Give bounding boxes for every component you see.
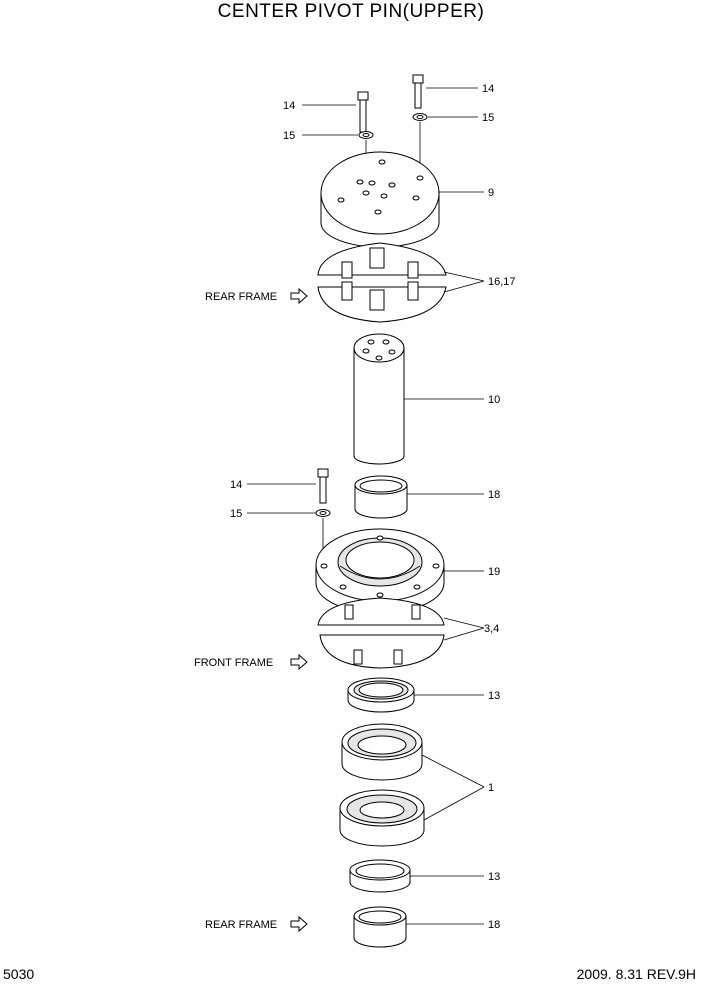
label-rear-frame-bottom: REAR FRAME <box>205 919 277 931</box>
leader-lines <box>247 87 485 925</box>
arrow-right-icon <box>290 915 308 933</box>
bolt-14-middle <box>317 468 329 504</box>
arrow-right-icon <box>290 653 308 671</box>
bushing-18-upper <box>354 475 408 519</box>
cover-plate-9 <box>320 151 440 248</box>
callout-13: 13 <box>488 871 500 883</box>
bushing-18-lower <box>353 906 407 948</box>
shim-16-17-lower <box>317 281 447 323</box>
washer-15-top-right <box>412 113 428 121</box>
arrow-right-icon <box>290 287 308 305</box>
revision-date: 2009. 8.31 REV.9H <box>576 966 696 982</box>
callout-16-17: 16,17 <box>488 276 516 288</box>
callout-13: 13 <box>488 690 500 702</box>
shim-3-4-upper <box>317 597 445 626</box>
callout-18: 18 <box>488 489 500 501</box>
bearing-1-lower <box>339 789 425 847</box>
shim-16-17-upper <box>317 242 447 279</box>
label-rear-frame-top: REAR FRAME <box>205 291 277 303</box>
callout-15: 15 <box>230 508 242 520</box>
shim-3-4-lower <box>319 634 445 669</box>
diagram-title: CENTER PIVOT PIN(UPPER) <box>217 1 485 22</box>
callout-10: 10 <box>488 394 500 406</box>
page-number: 5030 <box>3 966 35 982</box>
callout-18: 18 <box>488 919 500 931</box>
callout-1: 1 <box>488 782 494 794</box>
pivot-pin-10 <box>353 333 405 465</box>
seal-13-upper <box>347 677 415 713</box>
callout-14: 14 <box>482 83 494 95</box>
callout-19: 19 <box>488 566 500 578</box>
callout-9: 9 <box>488 187 494 199</box>
bolt-14-top-right <box>412 74 424 109</box>
seal-13-lower <box>349 859 411 893</box>
washer-15-middle <box>315 509 331 517</box>
callout-15: 15 <box>283 130 295 142</box>
callout-3-4: 3,4 <box>484 623 499 635</box>
bolt-14-top-left <box>357 91 369 133</box>
callout-15: 15 <box>482 112 494 124</box>
washer-15-top-left <box>358 131 374 139</box>
flange-19 <box>315 528 445 614</box>
callout-14: 14 <box>230 479 242 491</box>
callout-14: 14 <box>283 100 295 112</box>
label-front-frame: FRONT FRAME <box>194 657 273 669</box>
bearing-1-upper <box>341 723 423 781</box>
